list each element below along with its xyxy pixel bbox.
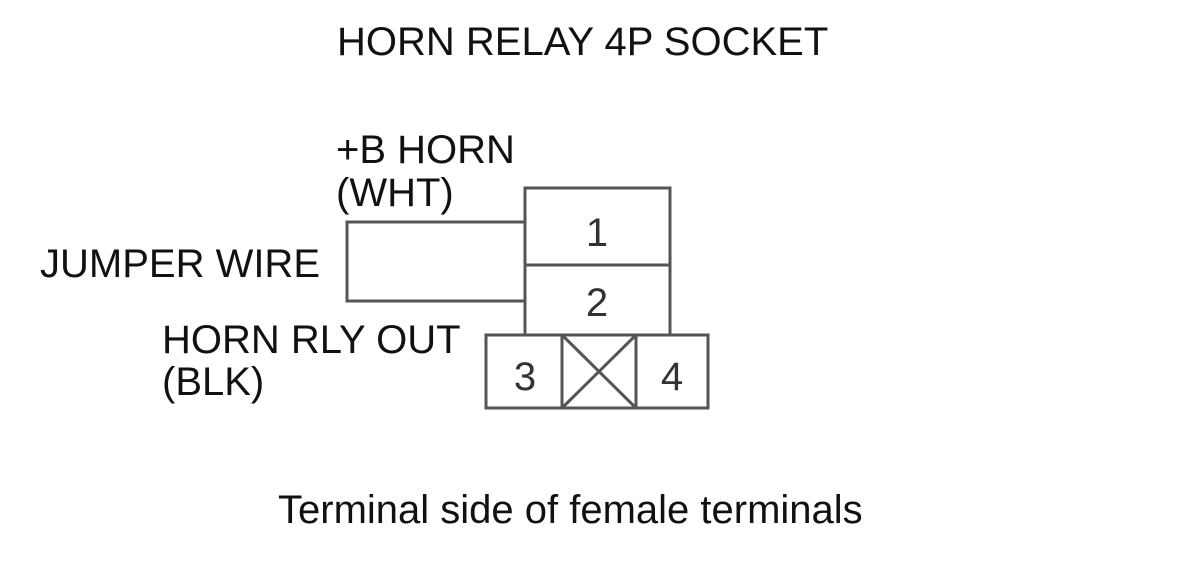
jumper-wire-label: JUMPER WIRE: [40, 242, 320, 286]
pin-number-4: 4: [661, 355, 683, 399]
diagram-caption: Terminal side of female terminals: [278, 488, 863, 532]
connector-lower-row: [484, 333, 710, 410]
connector-body: [484, 186, 710, 410]
pin-number-1: 1: [586, 211, 608, 255]
pin-number-2: 2: [586, 281, 608, 325]
unused-cavity-cross-b: [560, 333, 638, 410]
b-horn-wire-color: (WHT): [336, 171, 454, 215]
horn-rly-out-label: HORN RLY OUT: [162, 318, 461, 362]
jumper-wire-line: [345, 220, 524, 303]
pin-number-3: 3: [514, 355, 536, 399]
b-horn-wire-label: +B HORN: [336, 128, 515, 172]
horn-rly-out-color: (BLK): [162, 360, 265, 404]
diagram-title: HORN RELAY 4P SOCKET: [337, 20, 829, 64]
jumper-wire: [345, 220, 524, 303]
